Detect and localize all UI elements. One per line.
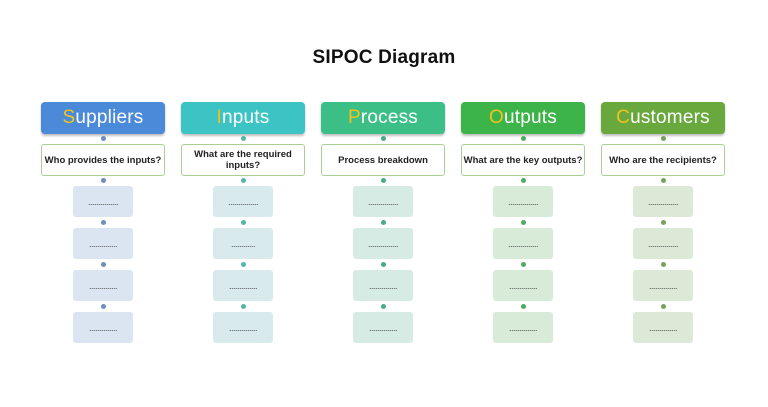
placeholder-box[interactable]: .............. [73, 312, 133, 343]
placeholder-box[interactable]: .............. [73, 228, 133, 259]
header-label: nputs [222, 107, 270, 128]
header-label: utputs [504, 107, 557, 128]
placeholder-box[interactable]: ............... [213, 186, 273, 217]
question-box-outputs: What are the key outputs? [461, 144, 585, 176]
placeholder-box[interactable]: .............. [353, 312, 413, 343]
diagram-title: SIPOC Diagram [312, 47, 456, 68]
connector-dot [661, 304, 666, 309]
connector-dot [661, 178, 666, 183]
connector-dot [381, 178, 386, 183]
connector-dot [521, 304, 526, 309]
placeholder-box[interactable]: ............ [213, 228, 273, 259]
header-initial: O [489, 107, 504, 128]
placeholder-box[interactable]: ............... [493, 228, 553, 259]
question-box-process: Process breakdown [321, 144, 445, 176]
header-label: ustomers [630, 107, 710, 128]
placeholder-box[interactable]: .............. [213, 270, 273, 301]
header-initial: I [216, 107, 222, 128]
connector-dot [381, 304, 386, 309]
question-box-customers: Who are the recipients? [601, 144, 725, 176]
placeholder-box[interactable]: .............. [353, 270, 413, 301]
placeholder-box[interactable]: .............. [493, 270, 553, 301]
question-box-inputs: What are the required inputs? [181, 144, 305, 176]
connector-dot [521, 136, 526, 141]
connector-dot [241, 262, 246, 267]
placeholder-box[interactable]: .............. [633, 270, 693, 301]
placeholder-box[interactable]: ............... [633, 186, 693, 217]
placeholder-box[interactable]: .............. [493, 312, 553, 343]
placeholder-box[interactable]: ............... [353, 228, 413, 259]
placeholder-box[interactable]: ............... [493, 186, 553, 217]
connector-dot [101, 136, 106, 141]
placeholder-box[interactable]: ............... [353, 186, 413, 217]
connector-dot [381, 220, 386, 225]
connector-dot [241, 304, 246, 309]
placeholder-box[interactable]: .............. [633, 312, 693, 343]
connector-dot [101, 178, 106, 183]
connector-dot [241, 220, 246, 225]
header-initial: S [62, 107, 76, 128]
connector-dot [101, 220, 106, 225]
placeholder-box[interactable]: ............... [73, 186, 133, 217]
connector-dot [101, 262, 106, 267]
connector-dot [241, 136, 246, 141]
placeholder-box[interactable]: .............. [213, 312, 273, 343]
connector-dot [521, 220, 526, 225]
connector-dot [381, 136, 386, 141]
header-label: uppliers [75, 107, 144, 128]
placeholder-box[interactable]: .............. [73, 270, 133, 301]
question-box-suppliers: Who provides the inputs? [41, 144, 165, 176]
connector-dot [521, 178, 526, 183]
connector-dot [661, 262, 666, 267]
connector-dot [241, 178, 246, 183]
header-label: rocess [360, 107, 419, 128]
connector-dot [661, 136, 666, 141]
connector-dot [521, 262, 526, 267]
connector-dot [381, 262, 386, 267]
connector-dot [101, 304, 106, 309]
placeholder-box[interactable]: ............... [633, 228, 693, 259]
header-initial: C [616, 107, 631, 128]
connector-dot [661, 220, 666, 225]
header-initial: P [347, 107, 361, 128]
